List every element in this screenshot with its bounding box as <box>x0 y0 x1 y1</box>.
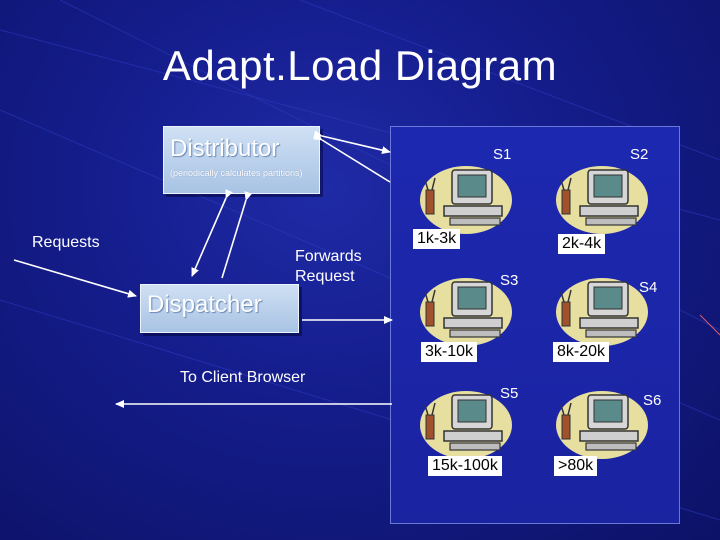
server-name-s4: S4 <box>639 279 658 296</box>
forwards-request-label: Forwards Request <box>295 248 362 285</box>
distributor-cluster-arrow <box>313 130 391 155</box>
server-name-s5: S5 <box>500 385 519 402</box>
computer-icon <box>556 278 648 346</box>
computer-icon <box>420 391 512 459</box>
cluster-distributor-arrow <box>313 132 391 183</box>
page-title: Adapt.Load Diagram <box>162 42 558 89</box>
server-range-s4: 8k-20k <box>553 342 610 362</box>
server-range-s6: >80k <box>554 456 598 476</box>
computer-icon <box>420 166 512 234</box>
dispatcher-title: Dispatcher <box>147 291 262 318</box>
server-range-s3: 3k-10k <box>421 342 478 362</box>
server-name-s1: S1 <box>493 146 512 163</box>
distributor-dispatcher-arrow <box>191 189 233 277</box>
distributor-box: Distributor (periodically calculates par… <box>163 126 320 194</box>
requests-arrow <box>13 259 137 298</box>
server-range-s1: 1k-3k <box>413 229 461 249</box>
server-name-s6: S6 <box>643 392 662 409</box>
dispatcher-box: Dispatcher <box>140 284 299 333</box>
server-range-s5: 15k-100k <box>428 456 502 476</box>
distributor-title: Distributor <box>170 135 280 162</box>
server-name-s3: S3 <box>500 272 519 289</box>
server-range-s2: 2k-4k <box>558 234 606 254</box>
computer-icon <box>556 391 648 459</box>
dispatcher-distributor-arrow <box>221 191 253 279</box>
requests-label: Requests <box>32 234 100 251</box>
computer-icon <box>420 278 512 346</box>
distributor-subtitle: (periodically calculates partitions) <box>170 168 303 178</box>
server-name-s2: S2 <box>630 146 649 163</box>
computer-icon <box>556 166 648 234</box>
to-client-browser-label: To Client Browser <box>180 369 306 386</box>
